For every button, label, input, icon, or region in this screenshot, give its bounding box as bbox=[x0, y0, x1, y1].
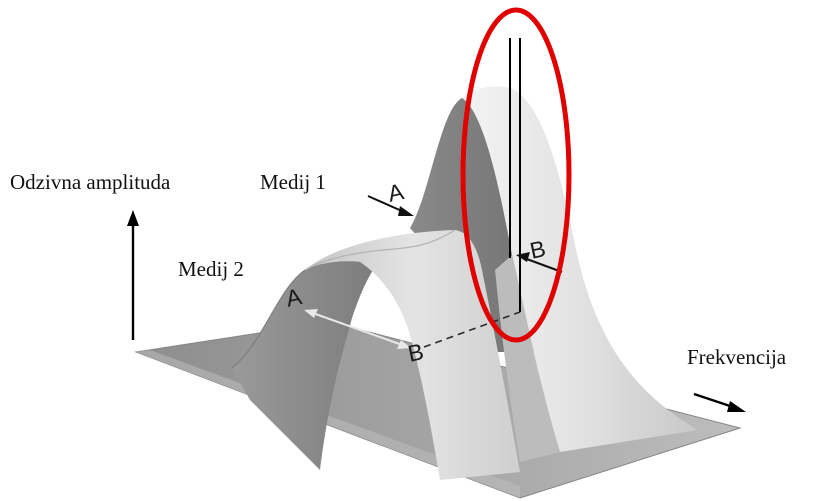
highlight-ellipse bbox=[460, 7, 572, 343]
x-axis-label: Frekvencija bbox=[687, 345, 787, 369]
medium-2-peak bbox=[231, 229, 520, 480]
resonance-lines bbox=[509, 38, 521, 312]
medium-2-label: Medij 2 bbox=[178, 257, 244, 281]
medium-1-point-a-label: A bbox=[386, 178, 407, 207]
medium-1-point-b-label: B bbox=[528, 235, 548, 264]
y-axis-label: Odzivna amplituda bbox=[10, 170, 171, 194]
dashed-connector bbox=[423, 311, 521, 348]
medium-1-a-arrow bbox=[367, 195, 414, 216]
x-axis-arrow bbox=[693, 392, 746, 412]
medium-2-point-a-label: A bbox=[284, 283, 305, 312]
medium-2-width-arrow bbox=[304, 309, 411, 349]
medium-1-label: Medij 1 bbox=[260, 170, 326, 194]
medium-2-point-b-label: B bbox=[406, 338, 426, 367]
medium-1-b-arrow bbox=[516, 252, 563, 273]
y-axis-arrow bbox=[127, 210, 139, 340]
